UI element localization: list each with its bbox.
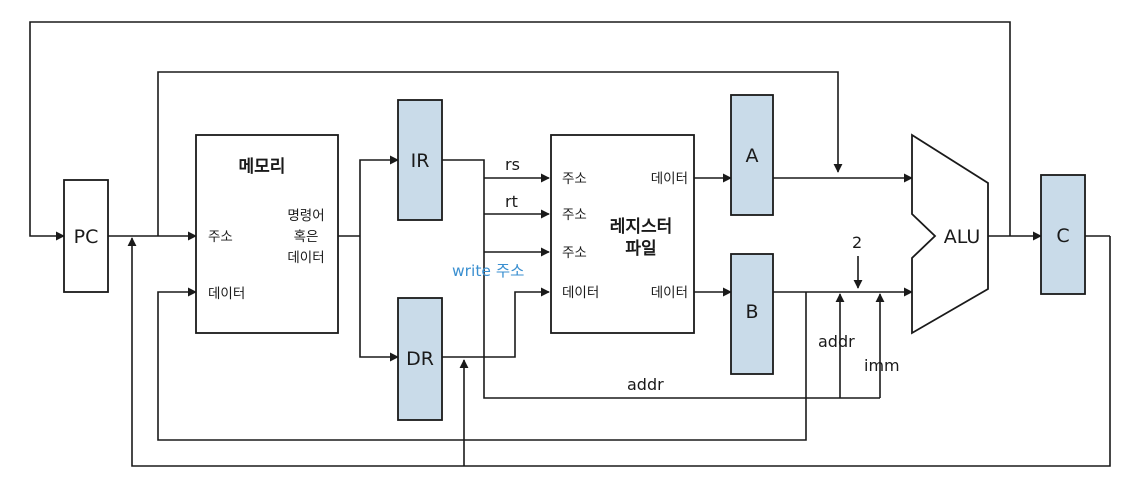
wires xyxy=(29,21,1111,467)
regfile-title-line-1: 레지스터 xyxy=(610,217,673,237)
regfile-address-1: 주소 xyxy=(562,171,587,187)
wire-ir-out xyxy=(442,159,840,399)
register-file-box xyxy=(550,134,695,334)
memory-data-port: 데이터 xyxy=(208,286,245,302)
regfile-address-3: 주소 xyxy=(562,245,587,261)
wire-bottom-to-pc xyxy=(127,236,1111,467)
signal-rt: rt xyxy=(505,192,518,211)
pc-box xyxy=(63,179,109,293)
signal-rs: rs xyxy=(505,155,520,174)
regfile-data-out-a: 데이터 xyxy=(651,171,688,187)
wire-to-memory-data xyxy=(157,287,807,441)
alu-shape xyxy=(911,133,989,335)
alu-label: ALU xyxy=(944,226,981,248)
signal-addr-bottom: addr xyxy=(627,375,664,394)
ir-register xyxy=(397,99,443,221)
wire-pc-to-alu xyxy=(157,71,843,236)
regfile-address-2: 주소 xyxy=(562,207,587,223)
b-label: B xyxy=(745,301,758,323)
regfile-data-out-b: 데이터 xyxy=(651,285,688,301)
wire-to-ir xyxy=(359,155,399,236)
b-register xyxy=(730,253,774,375)
wire-to-dr xyxy=(359,236,399,362)
wire-alu-to-pc xyxy=(29,21,1011,241)
signal-addr-alu: addr xyxy=(818,332,855,351)
signal-imm: imm xyxy=(864,356,900,375)
signal-write-address: write 주소 xyxy=(452,262,524,280)
memory-address-port: 주소 xyxy=(208,229,233,245)
memory-output-line-3: 데이터 xyxy=(287,250,324,266)
wire-dr-to-regdata xyxy=(442,287,550,358)
regfile-title-line-2: 파일 xyxy=(625,239,656,259)
ir-label: IR xyxy=(411,150,430,172)
c-register xyxy=(1040,174,1086,295)
memory-box xyxy=(195,134,339,334)
dr-register xyxy=(397,297,443,421)
memory-output-line-1: 명령어 xyxy=(287,208,324,224)
c-label: C xyxy=(1056,225,1069,247)
memory-output-line-2: 혹은 xyxy=(294,229,319,245)
pc-label: PC xyxy=(74,226,99,248)
regfile-data-in: 데이터 xyxy=(562,285,599,301)
a-register xyxy=(730,94,774,216)
memory-title: 메모리 xyxy=(239,157,286,177)
signal-const-two: 2 xyxy=(852,233,862,252)
dr-label: DR xyxy=(406,348,434,370)
a-label: A xyxy=(746,145,759,167)
